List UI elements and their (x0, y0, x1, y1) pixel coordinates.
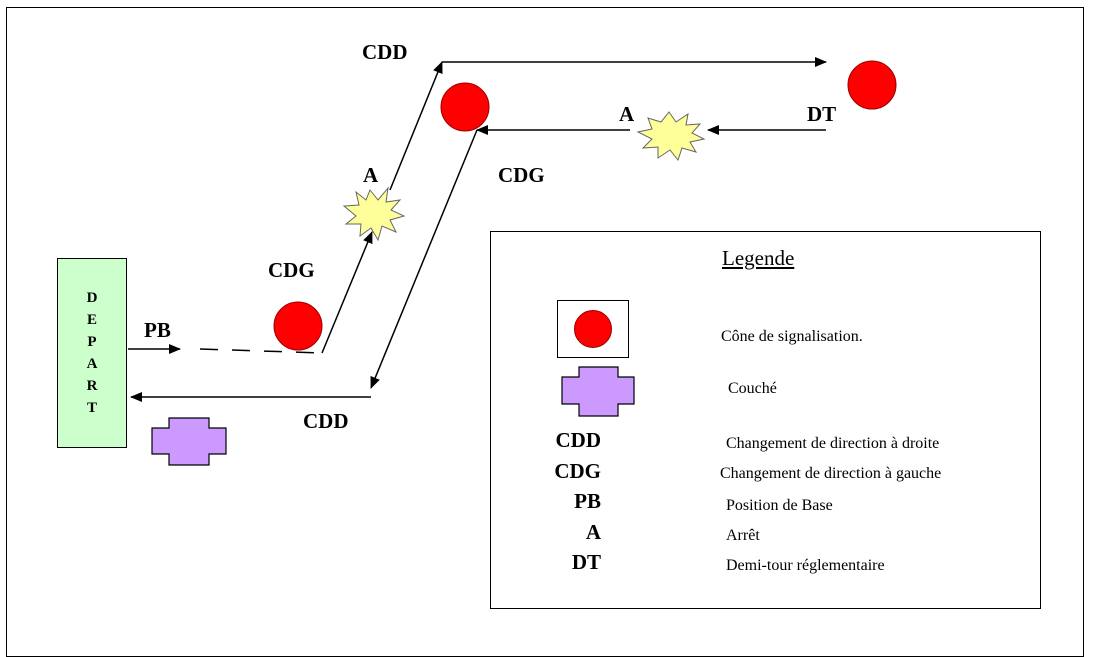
label-cdd-top: CDD (362, 40, 408, 64)
legend-abbr-cdg: CDG (554, 459, 601, 483)
couche-shape (151, 417, 227, 466)
legend-desc-dt: Demi-tour réglementaire (726, 557, 885, 574)
legend-abbr-dt: DT (571, 550, 601, 574)
legend-desc-cdd: Changement de direction à droite (726, 435, 940, 452)
label-pb: PB (144, 318, 171, 342)
legend-desc-pb: Position de Base (726, 497, 833, 514)
legend-cone-sample (557, 300, 629, 358)
path-up-to-stop (321, 231, 373, 354)
cone-cdd-top (440, 82, 490, 132)
legend-couche-sample (561, 366, 635, 417)
legend-box: Legende Cône de signalisation. Couché CD… (490, 231, 1041, 609)
path-diagonal-down (370, 129, 478, 389)
label-dt: DT (807, 102, 837, 126)
cone-cdg-left (273, 301, 323, 351)
label-cdg-right: CDG (498, 163, 545, 187)
legend-abbr-a: A (585, 520, 601, 544)
depart-label: DEPART (86, 290, 98, 416)
depart-box: DEPART (57, 258, 127, 448)
legend-title: Legende (722, 246, 795, 270)
legend-desc-couche: Couché (728, 380, 777, 397)
label-cdd-bottom: CDD (303, 409, 349, 433)
path-up-to-cdd (389, 61, 443, 191)
legend-abbr-cdd: CDD (555, 428, 602, 452)
legend-desc-cone: Cône de signalisation. (721, 328, 863, 345)
path-dashed-start (199, 348, 323, 354)
cone-icon (574, 310, 612, 348)
label-stop-left: A (363, 163, 379, 187)
legend-abbr-pb: PB (574, 489, 601, 513)
stop-burst-left (342, 186, 406, 242)
label-cdg-left: CDG (268, 258, 315, 282)
stop-burst-right (636, 111, 706, 162)
legend-desc-cdg: Changement de direction à gauche (720, 465, 942, 482)
label-stop-right: A (619, 102, 635, 126)
legend-desc-a: Arrêt (726, 527, 760, 544)
cone-dt (847, 60, 897, 110)
